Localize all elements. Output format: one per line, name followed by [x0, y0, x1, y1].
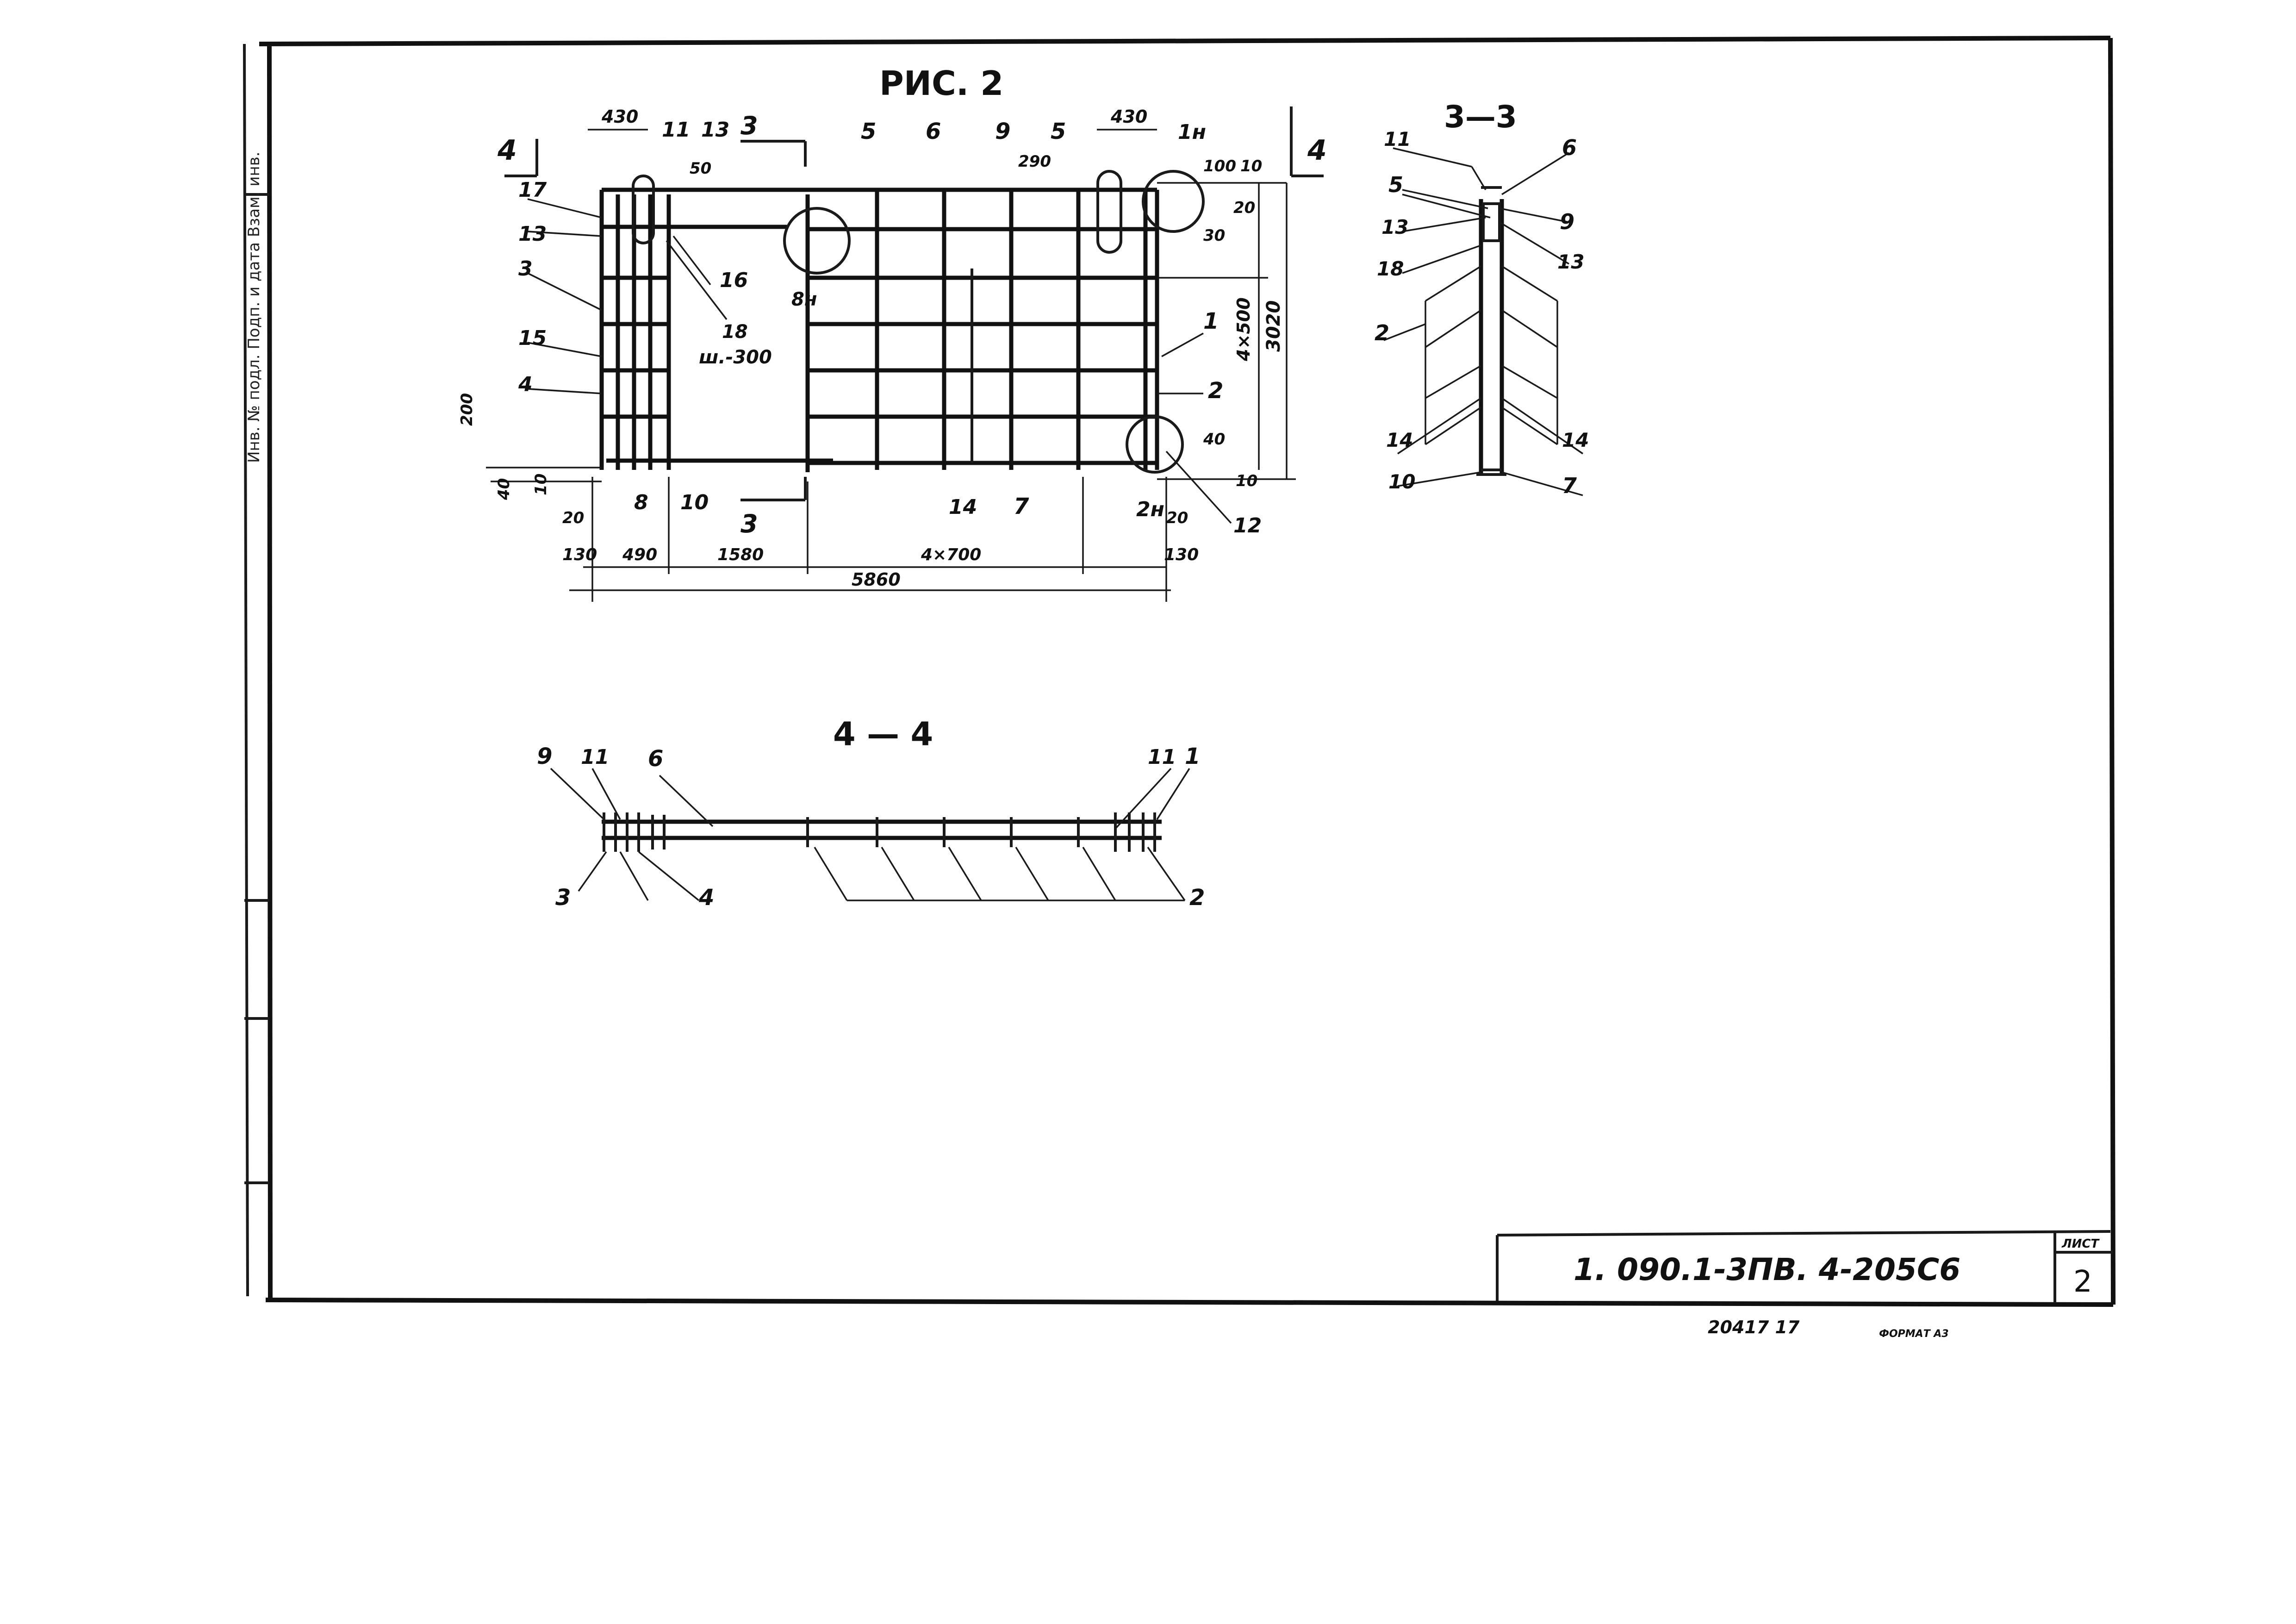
- dim-130-right: 130: [1164, 545, 1199, 564]
- dim-10-left: 10: [532, 474, 550, 495]
- dim-10-top: 10: [1240, 157, 1262, 175]
- title-block: [1496, 1230, 2113, 1303]
- dim-20-top: 20: [1233, 199, 1255, 217]
- plan-mark-1n: 1н: [1178, 120, 1206, 144]
- plan-mark-14: 14: [949, 495, 977, 519]
- s33-mark-10: 10: [1388, 470, 1415, 493]
- s33-mark-13b: 13: [1557, 250, 1584, 273]
- cut3-top-label: 3: [740, 111, 758, 140]
- s44-mark-1: 1: [1185, 743, 1200, 769]
- dim-4x500: 4×500: [1233, 297, 1254, 362]
- dim-50: 50: [690, 159, 711, 178]
- plan-mark-7: 7: [1014, 493, 1029, 519]
- dim-20-left: 20: [562, 509, 584, 527]
- plan-mark-6: 6: [926, 119, 941, 144]
- s44-mark-4: 4: [698, 885, 714, 911]
- s44-mark-11a: 11: [581, 745, 609, 769]
- s33-mark-14a: 14: [1386, 429, 1413, 451]
- plan-mark-8n: 8н: [791, 289, 817, 310]
- section-33-title: 3—3: [1444, 99, 1517, 135]
- s33-mark-18: 18: [1377, 257, 1404, 280]
- s44-mark-2: 2: [1189, 885, 1205, 911]
- dim-3020: 3020: [1263, 300, 1284, 352]
- dim-430-right: 430: [1110, 106, 1147, 127]
- plan-mark-1: 1: [1203, 308, 1219, 334]
- plan-mark-18: 18: [722, 321, 748, 343]
- figure-title: РИС. 2: [879, 64, 1003, 103]
- s44-mark-9: 9: [537, 743, 552, 769]
- s33-mark-6: 6: [1562, 135, 1577, 160]
- footer-inv: 20417 17: [1708, 1317, 1800, 1337]
- s44-mark-11b: 11: [1148, 745, 1176, 769]
- plan-mark-sh300: ш.-300: [699, 347, 772, 368]
- plan-mark-13b: 13: [518, 222, 547, 246]
- plan-mark-9: 9: [995, 119, 1010, 144]
- s33-mark-11: 11: [1384, 128, 1411, 150]
- plan-mark-5a: 5: [861, 119, 876, 144]
- s33-mark-2: 2: [1375, 320, 1389, 345]
- stamp-sheet-number: 2: [2073, 1265, 2092, 1299]
- stamp-sub: 05С6: [1874, 1252, 1960, 1287]
- s33-mark-9: 9: [1560, 209, 1574, 234]
- footer-format: ФОРМАТ А3: [1879, 1328, 1949, 1340]
- cut4-right-label: 4: [1307, 134, 1327, 167]
- plan-mark-5b: 5: [1051, 119, 1066, 144]
- dim-200: 200: [458, 393, 476, 426]
- dim-430-left: 430: [601, 106, 638, 127]
- plan-mark-13: 13: [701, 118, 729, 142]
- margin-note: Инв. № подл. Подп. и дата Взам. инв.: [245, 152, 263, 463]
- stamp-code: 1. 090.1-3ПВ. 4-2: [1574, 1252, 1874, 1287]
- dim-5860: 5860: [852, 569, 901, 590]
- plan-mark-2: 2: [1208, 378, 1223, 404]
- dim-100: 100: [1203, 157, 1236, 175]
- dim-30: 30: [1203, 226, 1225, 245]
- stamp-sheet-label: ЛИСТ: [2061, 1237, 2100, 1251]
- plan-mark-8: 8: [634, 491, 648, 514]
- s44-mark-3: 3: [555, 885, 571, 911]
- dim-40-right: 40: [1203, 430, 1225, 449]
- sheet-frame: [243, 36, 2116, 1307]
- plan-mark-11: 11: [662, 118, 690, 142]
- dim-130-left: 130: [562, 545, 597, 564]
- plan-mark-17: 17: [518, 178, 547, 202]
- s33-mark-7: 7: [1562, 473, 1577, 498]
- dim-290: 290: [1018, 152, 1051, 171]
- dim-20-right: 20: [1166, 509, 1188, 527]
- plan-view: [486, 106, 1324, 602]
- dim-1580: 1580: [717, 545, 764, 564]
- plan-mark-10: 10: [680, 491, 709, 514]
- section-33-drawing: [1383, 147, 1583, 496]
- plan-mark-16: 16: [720, 269, 748, 292]
- cut3-bottom-label: 3: [740, 509, 758, 538]
- dim-490: 490: [622, 545, 657, 564]
- plan-mark-12: 12: [1233, 514, 1262, 537]
- plan-mark-3: 3: [518, 257, 533, 281]
- plan-mark-2n: 2н: [1136, 498, 1164, 521]
- plan-mark-15: 15: [518, 326, 547, 350]
- s44-mark-6: 6: [648, 746, 663, 772]
- plan-mark-4: 4: [518, 373, 533, 396]
- s33-mark-14b: 14: [1562, 429, 1589, 451]
- s33-mark-5: 5: [1388, 172, 1403, 197]
- section-44-drawing: [550, 768, 1190, 901]
- dim-40-left: 40: [495, 478, 513, 500]
- cut4-left-label: 4: [497, 134, 517, 167]
- dim-4x700: 4×700: [921, 545, 981, 564]
- dim-10-right: 10: [1236, 472, 1257, 490]
- section-44-title: 4 — 4: [833, 715, 933, 753]
- s33-mark-13a: 13: [1381, 216, 1408, 238]
